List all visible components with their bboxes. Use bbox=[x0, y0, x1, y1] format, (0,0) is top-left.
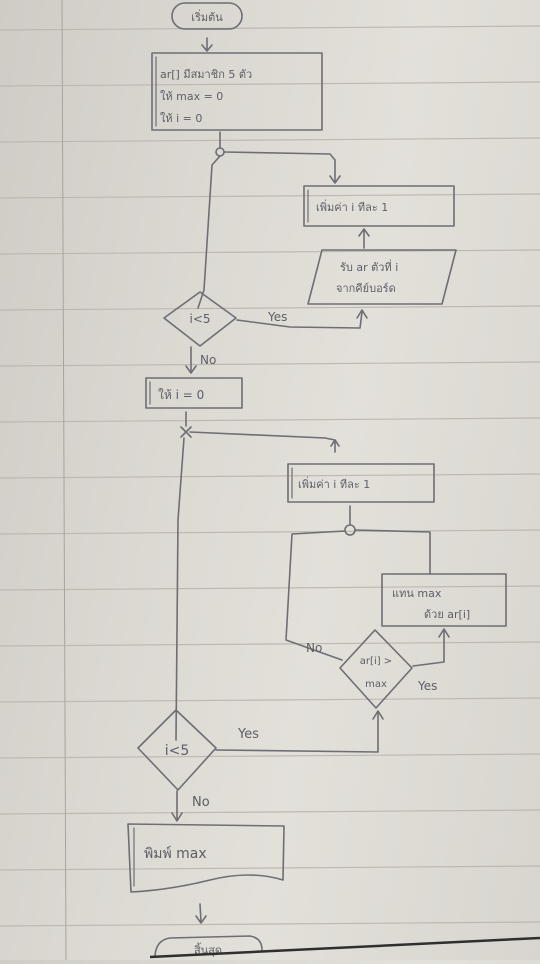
replace-line-1: แทน max bbox=[392, 587, 442, 600]
edge-replace-to-node3 bbox=[354, 529, 431, 575]
edge-node1-to-decision1 bbox=[197, 155, 221, 309]
input-line-2: จากคีย์บอร์ด bbox=[336, 282, 396, 295]
decision-3-line-1: ar[i] > bbox=[360, 656, 392, 667]
edge-node2-to-increment2 bbox=[189, 431, 340, 453]
decision-1-no-label: No bbox=[200, 353, 216, 367]
decision-3-yes-label: Yes bbox=[417, 679, 437, 693]
start-label: เริ่มต้น bbox=[191, 9, 223, 24]
edge-input-to-increment1 bbox=[358, 228, 370, 249]
reset-box: ให้ i = 0 bbox=[145, 377, 243, 409]
decision-3-line-2: max bbox=[365, 679, 387, 690]
edge-print-to-end bbox=[195, 903, 207, 924]
decision-2-no-label: No bbox=[192, 795, 210, 810]
edge-decision2-no bbox=[171, 790, 183, 822]
edge-decision2-yes bbox=[215, 710, 384, 753]
connector-node-3 bbox=[344, 524, 356, 536]
replace-box: แทน max ด้วย ar[i] bbox=[381, 573, 507, 627]
notebook-edge bbox=[149, 936, 540, 959]
increment-box-2: เพิ่มค่า i ทีละ 1 bbox=[287, 463, 435, 503]
decision-3-no-label: No bbox=[306, 641, 322, 655]
connector-node-2 bbox=[180, 426, 192, 438]
increment-2-label: เพิ่มค่า i ทีละ 1 bbox=[298, 476, 370, 491]
init-process-box: ar[] มีสมาชิก 5 ตัว ให้ max = 0 ให้ i = … bbox=[151, 52, 323, 131]
decision-3: ar[i] > max bbox=[339, 629, 413, 709]
decision-2: i<5 bbox=[137, 709, 217, 791]
decision-2-yes-label: Yes bbox=[237, 727, 259, 742]
increment-box-1: เพิ่มค่า i ทีละ 1 bbox=[303, 185, 455, 227]
decision-1: i<5 bbox=[163, 291, 237, 347]
edge-decision1-yes bbox=[236, 309, 368, 329]
init-line-3: ให้ i = 0 bbox=[160, 112, 202, 125]
reset-label: ให้ i = 0 bbox=[158, 388, 204, 402]
arrow-start-to-init bbox=[201, 37, 213, 52]
edge-decision1-no bbox=[185, 346, 197, 374]
print-box: พิมพ์ max bbox=[127, 823, 285, 893]
input-line-1: รับ ar ตัวที่ i bbox=[340, 259, 398, 274]
decision-2-label: i<5 bbox=[165, 743, 190, 759]
edge-node2-to-decision2 bbox=[175, 437, 185, 741]
decision-1-label: i<5 bbox=[189, 312, 210, 326]
start-terminal: เริ่มต้น bbox=[171, 2, 243, 30]
edge-decision3-no-loop bbox=[285, 530, 346, 661]
increment-1-label: เพิ่มค่า i ทีละ 1 bbox=[316, 199, 388, 214]
edge-node1-to-increment1 bbox=[223, 151, 341, 184]
print-label: พิมพ์ max bbox=[144, 845, 207, 862]
decision-1-yes-label: Yes bbox=[267, 310, 287, 324]
init-line-1: ar[] มีสมาชิก 5 ตัว bbox=[160, 68, 252, 81]
edge-decision3-yes bbox=[412, 628, 450, 667]
replace-line-2: ด้วย ar[i] bbox=[424, 608, 470, 621]
input-box: รับ ar ตัวที่ i จากคีย์บอร์ด bbox=[307, 249, 457, 305]
connector-node-1 bbox=[215, 147, 225, 157]
init-line-2: ให้ max = 0 bbox=[160, 90, 223, 103]
